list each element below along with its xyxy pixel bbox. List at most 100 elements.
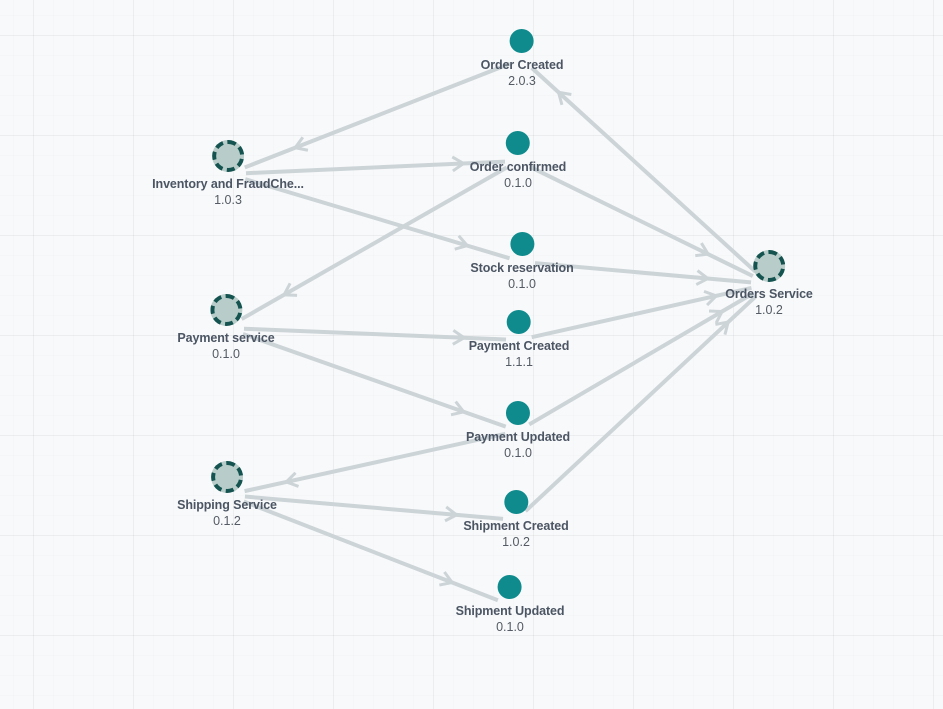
edge-line: [244, 494, 504, 521]
node-name-label: Orders Service: [725, 287, 813, 301]
node-name-label: Payment Updated: [465, 430, 571, 444]
node-label-group: Order confirmed 0.1.0: [469, 160, 567, 191]
edge-arrowhead-icon: [450, 400, 467, 417]
node-label-group: Payment service 0.1.0: [177, 331, 274, 362]
graph-edge: [242, 332, 507, 429]
node-orders-service[interactable]: Orders Service 1.0.2: [725, 250, 813, 318]
edge-arrowhead-icon: [444, 505, 460, 523]
event-node-icon[interactable]: [509, 29, 534, 53]
graph-edge: [243, 499, 499, 603]
node-version-label: 0.1.0: [212, 347, 240, 361]
graph-edge: [528, 164, 754, 278]
node-name-label: Stock reservation: [470, 261, 574, 275]
edge-arrowhead-icon: [454, 234, 470, 251]
edge-arrowhead-icon: [703, 289, 720, 307]
node-version-label: 0.1.0: [504, 446, 532, 460]
edge-arrowhead-icon: [556, 90, 572, 106]
edge-line: [534, 261, 752, 285]
graph-edge: [531, 285, 752, 340]
event-node-icon[interactable]: [510, 232, 534, 256]
node-name-label: Payment service: [177, 331, 275, 345]
event-node-icon[interactable]: [506, 131, 530, 155]
event-dot-shape: [506, 131, 530, 155]
node-version-label: 0.1.0: [504, 176, 532, 190]
service-ring-shape: [752, 250, 785, 282]
node-name-label: Order confirmed: [469, 160, 567, 174]
node-version-label: 0.1.2: [213, 514, 241, 528]
edge-line: [530, 66, 758, 274]
edge-line: [244, 61, 511, 170]
edge-line: [524, 294, 758, 513]
service-ring-shape: [210, 294, 242, 326]
event-node-icon[interactable]: [506, 401, 530, 425]
node-shipment-updated[interactable]: Shipment Updated 0.1.0: [456, 575, 565, 635]
node-version-label: 0.1.0: [496, 620, 524, 634]
event-dot-shape: [504, 490, 528, 514]
graph-edge: [530, 66, 758, 274]
edge-arrowhead-icon: [283, 471, 300, 488]
edge-line: [243, 499, 499, 603]
event-node-icon[interactable]: [497, 575, 522, 599]
node-payment-service[interactable]: Payment service 0.1.0: [177, 294, 275, 362]
service-node-icon[interactable]: [212, 140, 244, 172]
node-label-group: Shipment Created 1.0.2: [463, 519, 568, 550]
node-inventory-service[interactable]: Inventory and FraudChe... 1.0.3: [152, 140, 304, 208]
event-dot-shape: [507, 310, 531, 334]
node-name-label: Shipment Created: [463, 519, 569, 533]
node-payment-updated[interactable]: Payment Updated 0.1.0: [466, 401, 570, 461]
graph-edge: [245, 155, 506, 176]
edge-arrowhead-icon: [451, 155, 467, 173]
node-order-confirmed[interactable]: Order confirmed 0.1.0: [470, 131, 566, 191]
node-version-label: 1.0.2: [755, 303, 783, 317]
node-order-created[interactable]: Order Created 2.0.3: [480, 29, 564, 89]
event-dot-shape: [510, 232, 534, 256]
event-dot-shape: [509, 29, 534, 53]
event-node-icon[interactable]: [504, 490, 528, 514]
edge-arrowhead-icon: [439, 571, 455, 587]
node-shipment-created[interactable]: Shipment Created 1.0.2: [463, 490, 569, 550]
graph-edge: [244, 494, 504, 523]
event-dot-shape: [497, 575, 522, 599]
node-name-label: Order Created: [480, 58, 564, 72]
edge-arrowhead-icon: [695, 242, 711, 258]
graph-edge: [240, 165, 508, 321]
service-node-icon[interactable]: [210, 461, 243, 493]
graph-edge: [528, 291, 755, 427]
service-node-icon[interactable]: [752, 250, 785, 282]
edge-arrowhead-icon: [281, 282, 298, 297]
node-version-label: 2.0.3: [508, 74, 536, 88]
node-label-group: Payment Updated 0.1.0: [466, 430, 570, 461]
node-name-label: Shipment Updated: [455, 604, 565, 618]
edge-arrowhead-icon: [452, 329, 467, 346]
event-node-icon[interactable]: [507, 310, 531, 334]
node-payment-created[interactable]: Payment Created 1.1.1: [469, 310, 570, 370]
graph-edge: [244, 61, 511, 170]
node-label-group: Inventory and FraudChe... 1.0.3: [152, 177, 304, 208]
graph-edge: [244, 431, 506, 494]
node-version-label: 1.0.3: [214, 193, 242, 207]
graph-edge: [534, 261, 752, 286]
service-ring-shape: [212, 140, 244, 172]
service-node-icon[interactable]: [210, 294, 242, 326]
event-dot-shape: [506, 401, 530, 425]
node-name-label: Payment Created: [468, 339, 570, 353]
node-name-label: Inventory and FraudChe...: [152, 177, 304, 191]
edge-arrowhead-icon: [292, 136, 309, 152]
node-version-label: 1.0.2: [502, 535, 530, 549]
node-label-group: Shipment Updated 0.1.0: [456, 604, 565, 635]
graph-edge: [243, 326, 507, 346]
edge-line: [528, 164, 754, 278]
edge-arrowhead-icon: [708, 309, 725, 324]
edge-line: [528, 291, 755, 427]
edge-arrowhead-icon: [695, 269, 711, 286]
node-version-label: 1.1.1: [505, 355, 533, 369]
service-ring-shape: [210, 461, 243, 493]
graph-edge: [524, 294, 758, 513]
node-label-group: Payment Created 1.1.1: [469, 339, 570, 370]
graph-edge: [244, 177, 511, 261]
